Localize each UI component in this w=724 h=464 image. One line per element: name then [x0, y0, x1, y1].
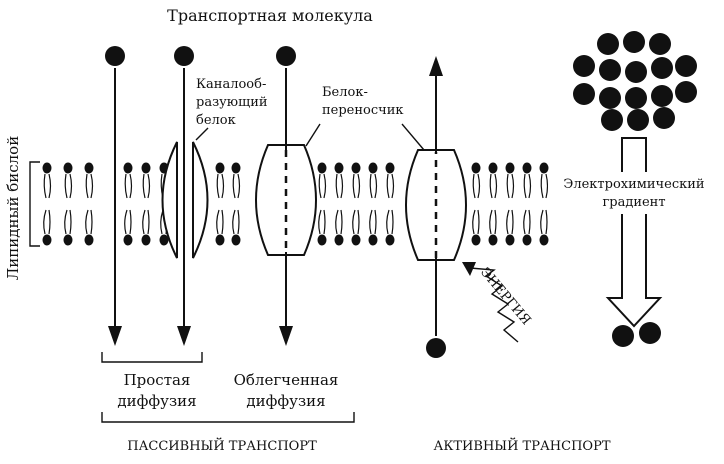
lipid-molecule	[539, 162, 549, 199]
gradient-molecule	[597, 33, 619, 55]
lipid-molecule	[471, 162, 481, 199]
lipid-molecule	[368, 162, 378, 199]
lipid-molecule	[522, 162, 532, 199]
arrow-head-down-icon	[279, 326, 293, 346]
passive-transport-label: ПАССИВНЫЙ ТРАНСПОРТ	[127, 437, 317, 454]
title: Транспортная молекула	[167, 6, 373, 25]
gradient-molecule	[675, 81, 697, 103]
gradient-molecule	[573, 55, 595, 77]
carrier-protein-label-2: переносчик	[322, 103, 404, 118]
lipid-molecule	[471, 209, 481, 246]
gradient-molecule	[625, 61, 647, 83]
lipid-molecule	[334, 162, 344, 199]
lipid-molecule	[368, 209, 378, 246]
carrier-protein-label-1: Белок-	[322, 85, 368, 100]
lipid-molecule	[539, 209, 549, 246]
carrier-protein-facilitated	[255, 46, 321, 346]
lipid-molecule	[351, 162, 361, 199]
gradient-molecule	[599, 87, 621, 109]
lipid-molecule	[123, 162, 133, 199]
lipid-molecule	[488, 162, 498, 199]
lipid-molecule	[141, 209, 151, 246]
transport-molecule	[174, 46, 194, 66]
gradient-molecule	[627, 109, 649, 131]
lipid-molecule	[488, 209, 498, 246]
simple-diffusion-label-2: диффузия	[117, 392, 196, 410]
gradient-molecule	[651, 85, 673, 107]
gradient-molecule	[649, 33, 671, 55]
carrier-protein-active	[401, 56, 467, 358]
bilayer-bracket	[29, 161, 40, 247]
lipid-molecule	[63, 209, 73, 246]
lipid-molecule	[317, 209, 327, 246]
gradient-label-1: Электрохимический	[563, 177, 704, 192]
molecule-cluster-high	[573, 31, 697, 131]
gradient-molecule	[573, 83, 595, 105]
gradient-arrow	[605, 137, 663, 328]
lipid-molecule	[231, 162, 241, 199]
lipid-molecule	[351, 209, 361, 246]
gradient-molecule	[675, 55, 697, 77]
active-transport-label: АКТИВНЫЙ ТРАНСПОРТ	[433, 437, 610, 454]
lipid-molecule	[141, 162, 151, 199]
facilitated-diffusion-label-2: диффузия	[246, 392, 325, 410]
passive-transport-bracket	[101, 412, 355, 423]
arrow-head-down-icon	[177, 326, 191, 346]
lipid-molecule	[215, 209, 225, 246]
simple-diffusion-label-1: Простая	[124, 371, 191, 389]
lipid-molecule	[84, 209, 94, 246]
lipid-molecule	[522, 209, 532, 246]
lipid-molecule	[42, 162, 52, 199]
lipid-molecule	[505, 162, 515, 199]
channel-protein	[161, 127, 209, 259]
molecule-cluster-low	[612, 322, 661, 347]
channel-protein-label-2: разующий	[196, 95, 268, 110]
gradient-molecule	[625, 87, 647, 109]
channel-protein-label-1: Каналооб-	[196, 77, 266, 92]
lipid-molecule	[63, 162, 73, 199]
lipid-molecule	[123, 209, 133, 246]
transport-molecule	[105, 46, 125, 66]
gradient-label-bg	[548, 172, 722, 214]
arrow-head-up-icon	[429, 56, 443, 76]
channel-protein-label-3: белок	[196, 113, 236, 128]
simple-diffusion-arrow-2	[174, 46, 194, 346]
lipid-bilayer	[42, 162, 549, 246]
gradient-molecule	[601, 109, 623, 131]
gradient-label-2: градиент	[602, 195, 665, 210]
lipid-molecule	[385, 162, 395, 199]
lipid-molecule	[42, 209, 52, 246]
lipid-molecule	[215, 162, 225, 199]
arrow-head-down-icon	[108, 326, 122, 346]
transport-molecule	[276, 46, 296, 66]
transport-molecule	[426, 338, 446, 358]
gradient-molecule	[623, 31, 645, 53]
facilitated-diffusion-label-1: Облегченная	[234, 371, 339, 389]
gradient-molecule	[651, 57, 673, 79]
lipid-molecule	[84, 162, 94, 199]
simple-diffusion-bracket	[101, 352, 203, 363]
lipid-molecule	[231, 209, 241, 246]
energy-arrow-head-icon	[462, 262, 476, 276]
lipid-molecule	[317, 162, 327, 199]
lipid-molecule	[505, 209, 515, 246]
gradient-molecule	[653, 107, 675, 129]
gradient-molecule	[599, 59, 621, 81]
bilayer-label: Липидный бислой	[4, 136, 22, 280]
simple-diffusion-arrow-1	[105, 46, 125, 346]
lipid-molecule	[334, 209, 344, 246]
lipid-molecule	[385, 209, 395, 246]
energy-arrow	[462, 262, 519, 343]
energy-label: ЭНЕРГИЯ	[477, 265, 533, 328]
